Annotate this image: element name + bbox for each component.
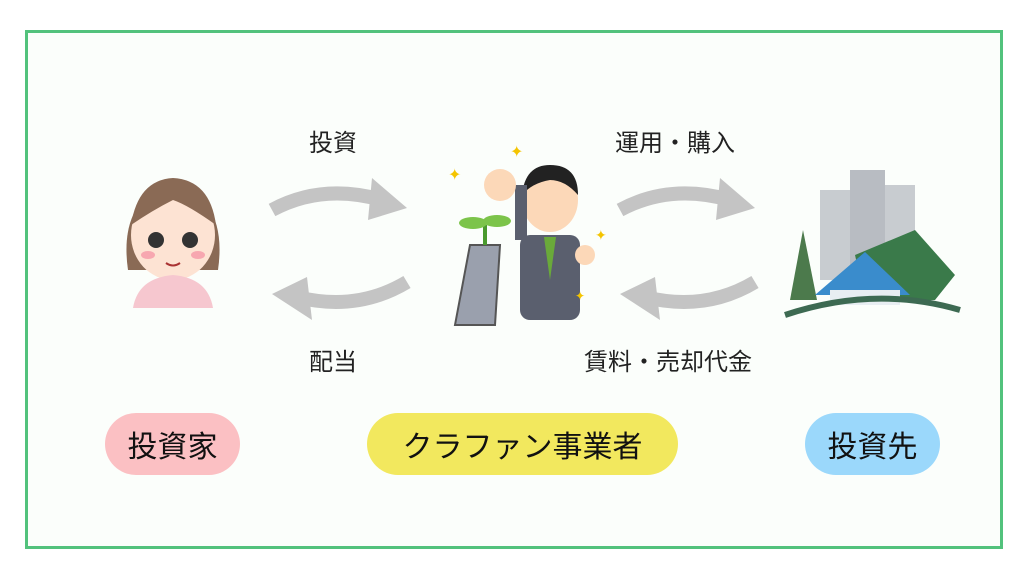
rent-sale-label: 賃料・売却代金 [584,348,752,376]
invest-arrow-icon [268,178,407,220]
svg-text:✦: ✦ [595,228,607,244]
revenue-arrow-icon [620,275,759,320]
svg-text:✦: ✦ [510,142,523,161]
invest-label: 投資 [309,129,357,157]
dividend-arrow-icon [272,275,411,320]
target-badge: 投資先 [805,413,940,475]
svg-text:✦: ✦ [575,289,585,303]
operator-businessman-illustration: ✦ ✦ ✦ ✦ [448,142,607,326]
operator-badge: クラファン事業者 [367,413,678,475]
investor-badge: 投資家 [105,413,240,475]
investor-girl-illustration [126,178,220,308]
dividend-label: 配当 [309,348,357,376]
svg-text:✦: ✦ [448,165,461,184]
operate-arrow-icon [616,178,755,220]
real-estate-illustration [784,170,961,318]
operate-buy-label: 運用・購入 [615,129,735,157]
